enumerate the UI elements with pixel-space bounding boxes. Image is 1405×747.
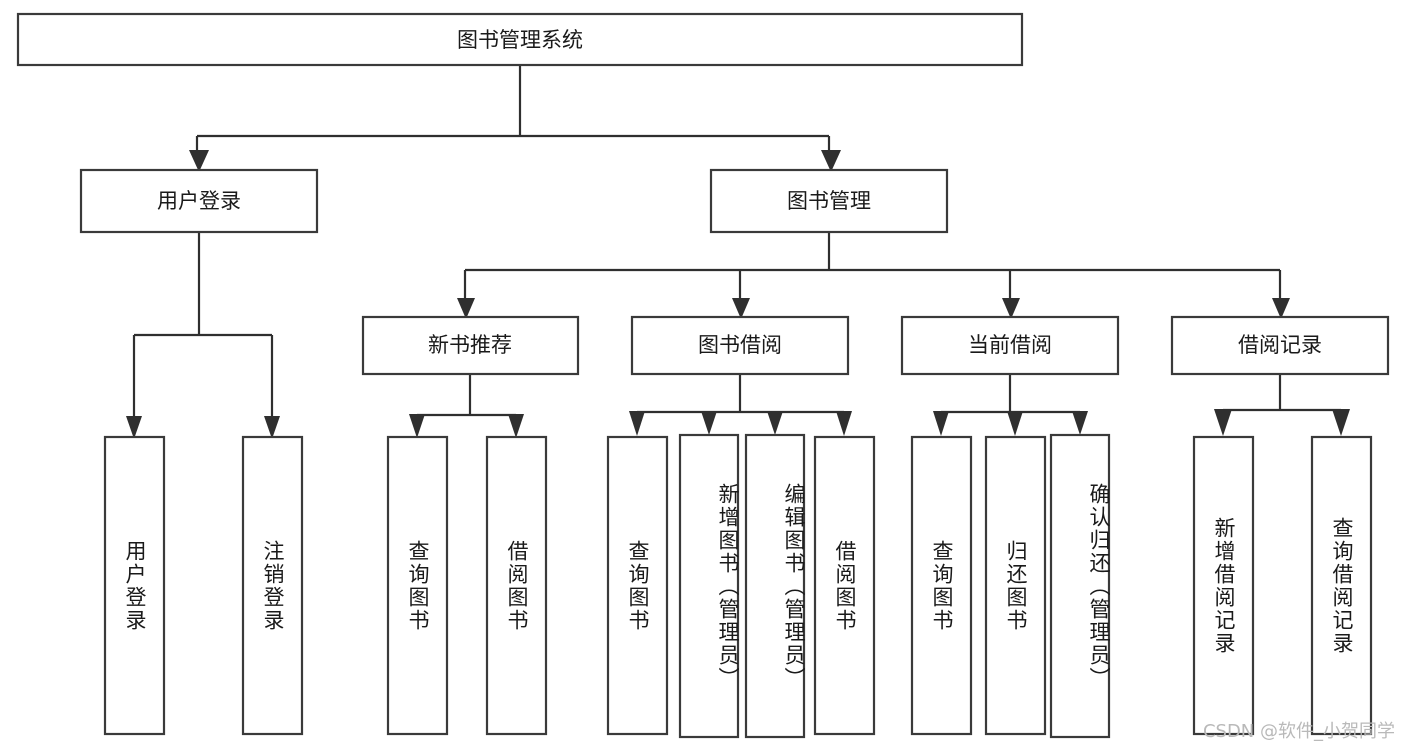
node-leaf-borrow-book-2-box[interactable] <box>813 435 876 736</box>
arrowhead-query-book-2 <box>629 411 645 436</box>
arrowhead-add-record <box>1214 409 1232 436</box>
node-current-borrow-box[interactable] <box>900 315 1120 376</box>
node-leaf-edit-book-box[interactable] <box>744 433 806 739</box>
arrowhead-query-record <box>1332 409 1350 436</box>
node-current-borrow[interactable]: 当前借阅 <box>900 315 1120 376</box>
leaf-box-group <box>103 433 1373 739</box>
node-user-login-box[interactable] <box>79 168 319 234</box>
node-root-box[interactable] <box>16 12 1024 67</box>
arrowhead-group <box>126 150 1350 439</box>
arrowhead-book-borrow <box>732 298 750 319</box>
node-new-book-rec[interactable]: 新书推荐 <box>361 315 580 376</box>
node-borrow-record-box[interactable] <box>1170 315 1390 376</box>
node-book-borrow[interactable]: 图书借阅 <box>630 315 850 376</box>
node-new-book-rec-box[interactable] <box>361 315 580 376</box>
node-book-manage-label: 图书管理 <box>787 189 871 213</box>
arrowhead-borrow-book-1 <box>508 414 524 438</box>
arrowhead-user-login <box>189 150 209 172</box>
node-user-login-label: 用户登录 <box>157 189 241 213</box>
csdn-watermark: CSDN @软件_小贺同学 <box>1202 721 1395 742</box>
node-book-manage-box[interactable] <box>709 168 949 234</box>
arrowhead-confirm-return <box>1072 411 1088 435</box>
node-borrow-record[interactable]: 借阅记录 <box>1170 315 1390 376</box>
node-leaf-user-login-box[interactable] <box>103 435 166 736</box>
arrowhead-borrow-book-2 <box>836 411 852 436</box>
node-leaf-logout-box[interactable] <box>241 435 304 736</box>
node-leaf-borrow-book-1-box[interactable] <box>485 435 548 736</box>
node-borrow-record-label: 借阅记录 <box>1238 333 1322 357</box>
node-book-borrow-box[interactable] <box>630 315 850 376</box>
node-new-book-rec-label: 新书推荐 <box>428 333 512 357</box>
arrowhead-borrow-record <box>1272 298 1290 319</box>
arrowhead-new-book-rec <box>457 298 475 319</box>
arrowhead-query-book-3 <box>933 411 949 436</box>
node-user-login[interactable]: 用户登录 <box>79 168 319 234</box>
arrowhead-book-manage <box>821 150 841 172</box>
arrowhead-current-borrow <box>1002 298 1020 319</box>
arrowhead-add-book <box>701 411 717 435</box>
arrowhead-leaf-logout <box>264 416 280 439</box>
node-current-borrow-label: 当前借阅 <box>968 333 1052 357</box>
arrowhead-query-book-1 <box>409 414 425 438</box>
node-book-manage[interactable]: 图书管理 <box>709 168 949 234</box>
node-root[interactable]: 图书管理系统 <box>16 12 1024 67</box>
node-leaf-query-book-3-box[interactable] <box>910 435 973 736</box>
node-leaf-query-book-1-box[interactable] <box>386 435 449 736</box>
node-leaf-query-book-2-box[interactable] <box>606 435 669 736</box>
node-book-borrow-label: 图书借阅 <box>698 333 782 357</box>
node-root-label: 图书管理系统 <box>457 28 583 52</box>
arrowhead-return-book <box>1007 411 1023 436</box>
arrowhead-edit-book <box>767 411 783 435</box>
node-leaf-add-record-box[interactable] <box>1192 435 1255 736</box>
node-leaf-return-book-box[interactable] <box>984 435 1047 736</box>
node-leaf-confirm-return-box[interactable] <box>1049 433 1111 739</box>
arrowhead-leaf-user-login <box>126 416 142 439</box>
node-leaf-add-book-box[interactable] <box>678 433 740 739</box>
node-leaf-query-record-box[interactable] <box>1310 435 1373 736</box>
